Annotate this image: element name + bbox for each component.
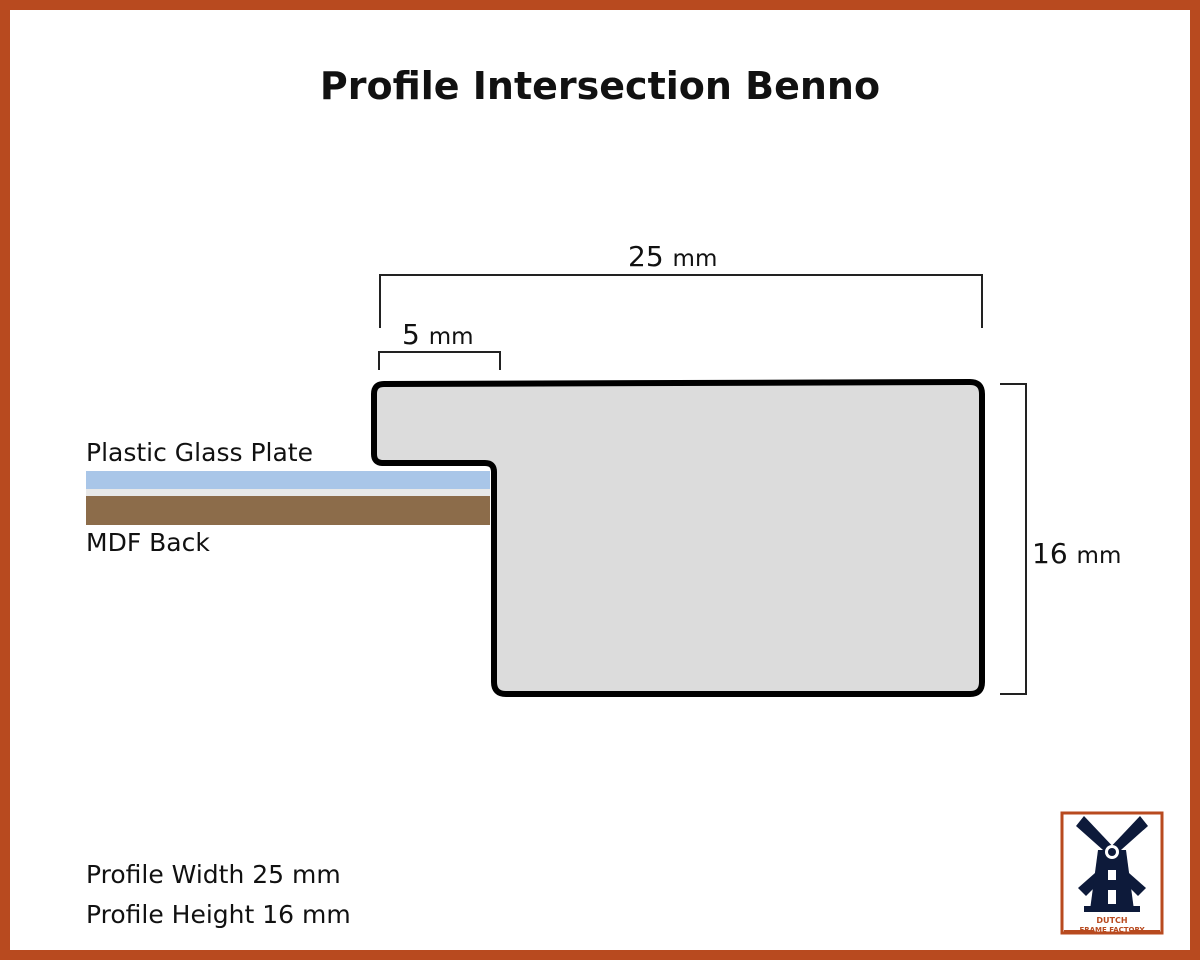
windmill-icon bbox=[1076, 816, 1148, 912]
width-unit: mm bbox=[672, 246, 718, 272]
width-value: 25 bbox=[628, 240, 664, 273]
mdf-back-panel bbox=[86, 496, 490, 525]
page-title: Profile Intersection Benno bbox=[319, 64, 881, 108]
profile-height-spec: Profile Height 16 mm bbox=[86, 900, 351, 929]
lip-dimension-label: 5 mm bbox=[402, 318, 474, 351]
brand-name-line2: FRAME FACTORY bbox=[1079, 926, 1145, 934]
width-dimension-label: 25 mm bbox=[628, 240, 717, 273]
height-dimension-label: 16 mm bbox=[1032, 537, 1121, 570]
glass-plate-label: Plastic Glass Plate bbox=[86, 438, 313, 467]
plastic-glass-plate bbox=[86, 471, 490, 489]
brand-name-line1: DUTCH bbox=[1096, 916, 1128, 925]
width-dimension-bracket bbox=[379, 274, 983, 328]
height-unit: mm bbox=[1076, 543, 1122, 569]
profile-width-spec: Profile Width 25 mm bbox=[86, 860, 341, 889]
brand-logo bbox=[1060, 811, 1164, 935]
lip-unit: mm bbox=[428, 324, 474, 350]
logo-border bbox=[1060, 811, 1164, 935]
height-value: 16 bbox=[1032, 537, 1068, 570]
height-dimension-bracket bbox=[1000, 383, 1027, 695]
lip-value: 5 bbox=[402, 318, 420, 351]
frame-profile-section bbox=[371, 379, 985, 697]
lip-dimension-bracket bbox=[378, 351, 501, 370]
layer-separator bbox=[86, 489, 490, 496]
mdf-back-label: MDF Back bbox=[86, 528, 210, 557]
